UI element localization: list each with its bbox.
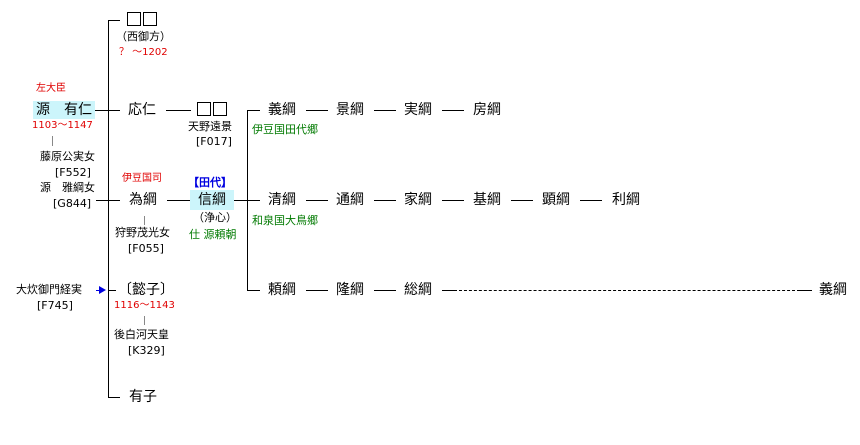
child-unknown-top <box>127 12 159 28</box>
branch-line-top <box>108 20 120 21</box>
connector <box>442 200 464 201</box>
line2-member: 顕綱 <box>542 192 570 208</box>
connector <box>511 200 533 201</box>
child-ounin: 応仁 <box>128 102 156 118</box>
adoptive-father-name: 大炊御門経実 <box>16 283 82 296</box>
marriage-tick <box>144 316 145 325</box>
connector <box>306 290 328 291</box>
marriage-tick <box>52 136 53 146</box>
connector-ounin <box>166 110 191 111</box>
connector <box>374 110 396 111</box>
subbranch-bottom <box>247 290 260 291</box>
line2-location: 和泉国大鳥郷 <box>252 214 318 227</box>
ishi-spouse: 後白河天皇 <box>114 328 169 341</box>
child-yuko: 有子 <box>129 389 157 405</box>
branch-line-ishi <box>108 290 116 291</box>
dashed-continuation <box>454 290 800 291</box>
root-connector <box>95 110 120 111</box>
branch-line-yuko <box>108 397 120 398</box>
adoptive-father-code: [F745] <box>37 299 73 312</box>
root-name: 源 有仁 <box>33 101 95 119</box>
connector <box>374 200 396 201</box>
wife-name: 源 雅綱女 <box>40 181 95 194</box>
connector <box>442 290 454 291</box>
root-office: 左大臣 <box>36 83 66 94</box>
placeholder-box <box>143 12 157 26</box>
wife-name: 藤原公実女 <box>40 150 95 163</box>
connector <box>442 110 464 111</box>
child-note: （西御方） <box>116 30 171 43</box>
ishi-spouse-code: [K329] <box>128 344 165 357</box>
grandchild-code: [F017] <box>196 135 232 148</box>
line2-member: 家綱 <box>404 192 432 208</box>
nobutsuna-service: 仕 源頼朝 <box>189 228 237 241</box>
grandchild-note: 天野遠景 <box>188 120 232 133</box>
arrow-right-icon <box>99 286 106 294</box>
child-tametsuna: 為綱 <box>129 192 157 208</box>
connector <box>306 200 328 201</box>
line3-member: 総綱 <box>404 282 432 298</box>
child-ishi: 〔懿子〕 <box>118 282 174 298</box>
line2-member: 基綱 <box>473 192 501 208</box>
tametsuna-wife-code: [F055] <box>128 242 164 255</box>
line1-member: 景綱 <box>336 102 364 118</box>
grandchild-unknown <box>197 102 229 118</box>
nobutsuna-name: 信綱 <box>190 190 234 210</box>
placeholder-box <box>127 12 141 26</box>
trunk-line <box>108 20 109 398</box>
line1-member: 房綱 <box>473 102 501 118</box>
line3-member: 頼綱 <box>268 282 296 298</box>
line3-continuation: 義綱 <box>819 282 847 298</box>
connector <box>374 290 396 291</box>
line1-member: 義綱 <box>268 102 296 118</box>
wife-code: [G844] <box>53 197 92 210</box>
connector <box>306 110 328 111</box>
placeholder-box <box>213 102 227 116</box>
tametsuna-wife: 狩野茂光女 <box>115 226 170 239</box>
line1-location: 伊豆国田代郷 <box>252 123 318 136</box>
root-years: 1103～1147 <box>32 120 93 131</box>
wife-code: [F552] <box>55 166 91 179</box>
line3-member: 隆綱 <box>336 282 364 298</box>
child-years: ？ ～1202 <box>119 47 168 58</box>
subtrunk-line <box>247 110 248 290</box>
placeholder-box <box>197 102 211 116</box>
line2-member: 利綱 <box>612 192 640 208</box>
connector <box>580 200 602 201</box>
line2-member: 通綱 <box>336 192 364 208</box>
tametsuna-office: 伊豆国司 <box>122 173 162 184</box>
line1-member: 実綱 <box>404 102 432 118</box>
nobutsuna-note: （浄心） <box>193 211 237 224</box>
marriage-tick <box>144 216 145 225</box>
branch-line-tametsuna <box>96 200 120 201</box>
subbranch-top <box>247 110 260 111</box>
line2-member: 清綱 <box>268 192 296 208</box>
connector <box>800 290 812 291</box>
nobutsuna-badge: 【田代】 <box>188 176 232 189</box>
ishi-years: 1116～1143 <box>114 300 175 311</box>
connector-tametsuna <box>167 200 191 201</box>
